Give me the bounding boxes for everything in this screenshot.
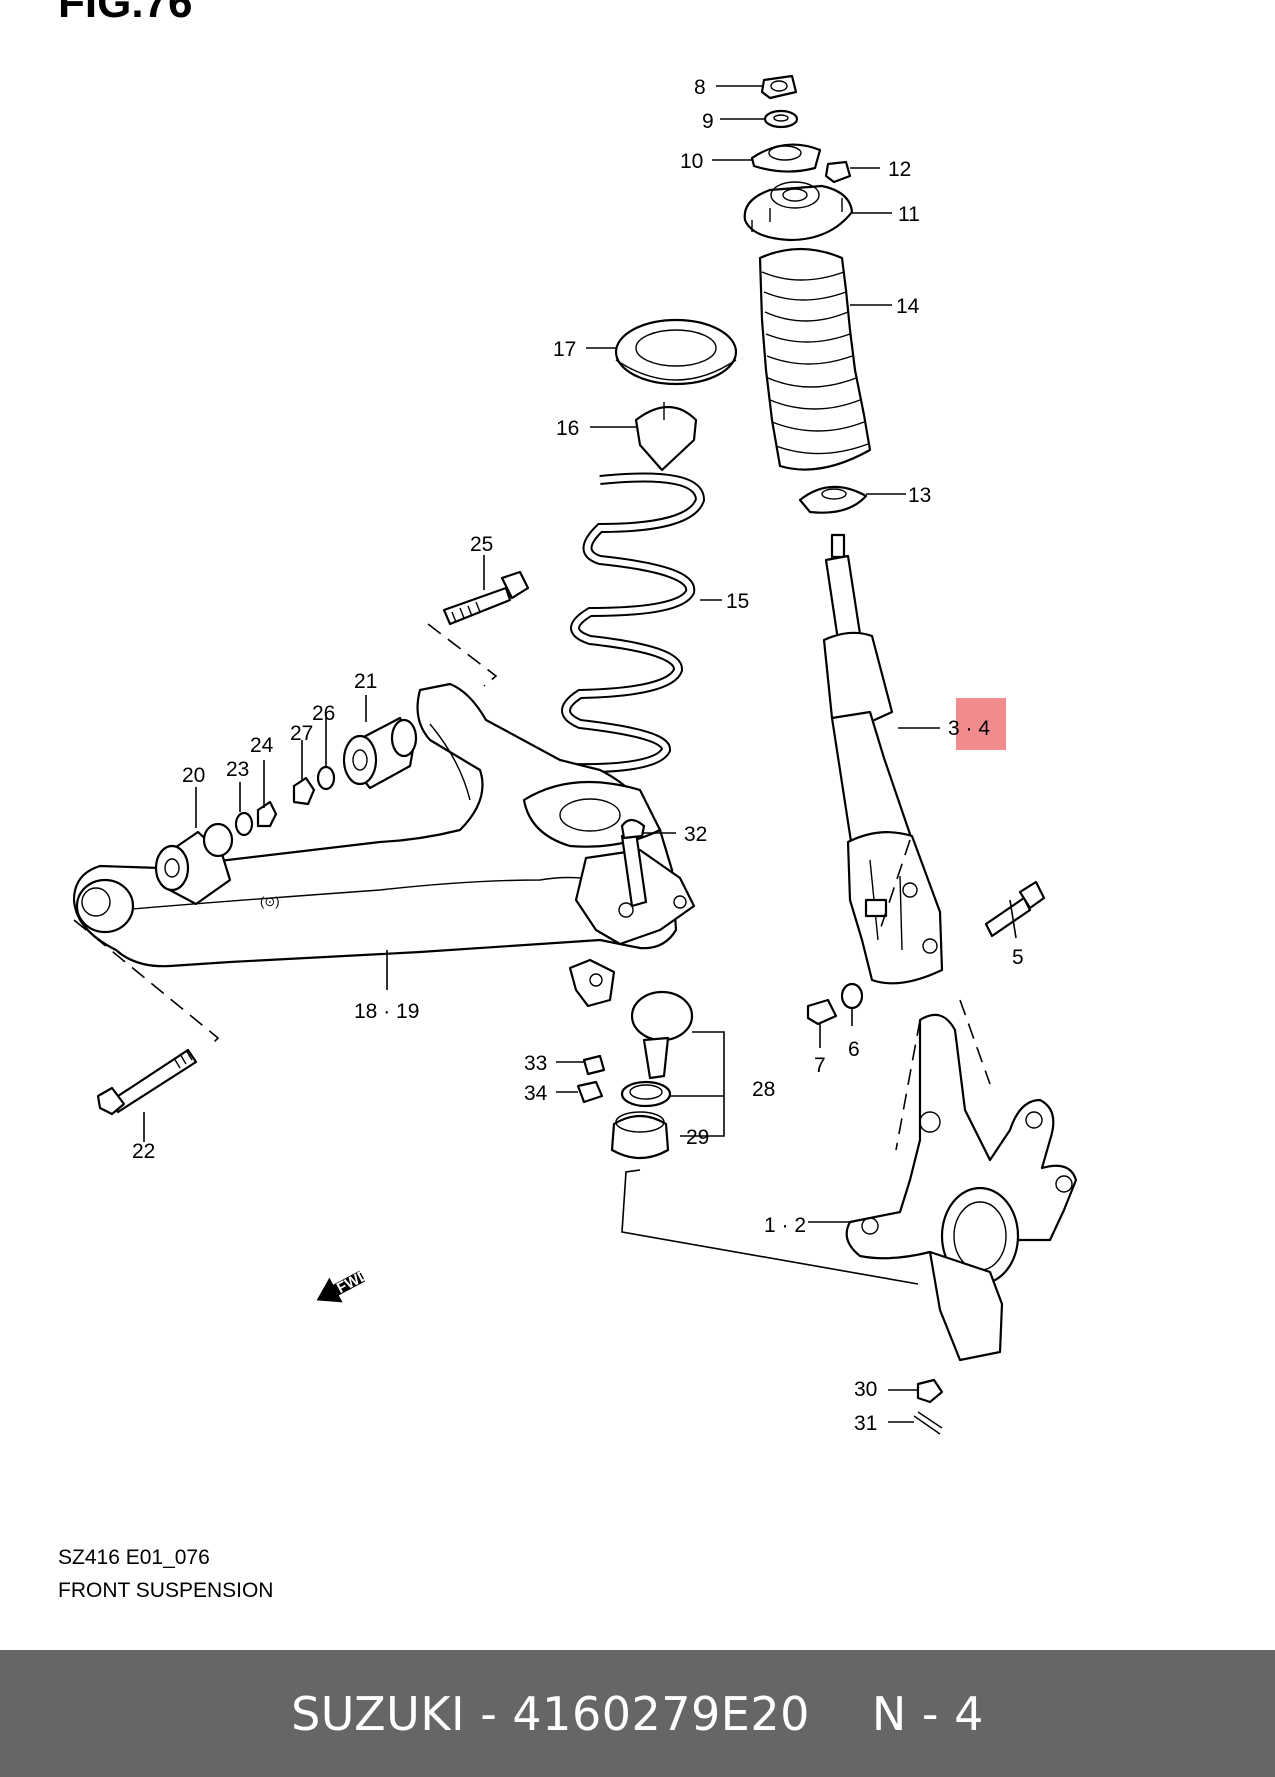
svg-text:(⊙): (⊙) [260,894,280,909]
part-footer-bar: SUZUKI - 4160279E20 N - 4 [0,1650,1275,1777]
ball-joint-bolt-part [620,818,648,908]
part-label-33[interactable]: 33 [524,1052,547,1075]
rear-bushing-part [342,716,418,790]
part-label-27[interactable]: 27 [290,722,313,745]
bump-stop-part [634,402,698,472]
fwd-label: FWD [334,1266,372,1297]
upper-spring-seat-part [614,318,738,386]
diagram-caption: SZ416 E01_076 FRONT SUSPENSION [58,1541,273,1607]
fwd-arrow-icon: FWD [316,1266,372,1303]
nut-24-part [256,800,278,828]
ball-joint-part [568,958,694,1080]
part-label-9[interactable]: 9 [702,110,714,133]
castle-nut-part [916,1378,944,1404]
part-label-14[interactable]: 14 [896,295,920,318]
washer-23-part [234,811,254,837]
part-label-25[interactable]: 25 [470,533,493,556]
front-bushing-part [154,822,234,906]
part-label-20[interactable]: 20 [182,764,205,787]
strut-assembly-part [822,533,944,985]
part-label-32[interactable]: 32 [684,823,707,846]
part-label-5[interactable]: 5 [1012,946,1024,969]
part-label-15[interactable]: 15 [726,590,749,613]
strut-mount-part [743,181,854,242]
part-label-22[interactable]: 22 [132,1140,155,1163]
nut-27-part [292,776,316,806]
washer-26-part [316,765,336,791]
spring-seat-lower-part [798,485,868,514]
diagram-code: SZ416 E01_076 [58,1546,210,1569]
highlight-box [956,698,1006,750]
coil-spring-part [561,472,706,774]
part-label-26[interactable]: 26 [312,702,335,725]
part-label-34[interactable]: 34 [524,1082,548,1105]
figure-title: FIG.76 [58,0,193,27]
part-label-23[interactable]: 23 [226,758,249,781]
part-label-24[interactable]: 24 [250,734,274,757]
part-labels: 8 9 10 12 11 14 17 16 13 25 15 21 26 24 27 20 23 3 · 4 32 5… [132,76,1024,1435]
part-label-28[interactable]: 28 [752,1078,775,1101]
part-label-31[interactable]: 31 [854,1412,877,1435]
part-label-8[interactable]: 8 [694,76,706,99]
mount-nut-part [824,160,852,184]
ball-joint-boot-part [610,1111,670,1160]
snap-ring-part [620,1080,672,1108]
nut-33-part [582,1054,606,1076]
strut-nut-lower-part [806,998,838,1026]
diagram-title: FRONT SUSPENSION [58,1579,274,1602]
lower-control-arm-part: (⊙) [72,682,696,968]
cotter-pin-part [913,1411,943,1435]
part-label-30[interactable]: 30 [854,1378,877,1401]
part-label-16[interactable]: 16 [556,417,579,440]
washer-part [763,109,799,129]
dust-boot-part [758,247,872,471]
part-label-12[interactable]: 12 [888,158,911,181]
part-label-21[interactable]: 21 [354,670,377,693]
part-label-13[interactable]: 13 [908,484,931,507]
bolt-22-part [96,1048,198,1116]
part-label-11[interactable]: 11 [898,203,920,226]
quantity-text: N - 4 [871,1686,984,1741]
bearing-plate-part [750,143,822,173]
part-label-1-2[interactable]: 1 · 2 [764,1214,806,1237]
strut-nut-part [760,74,798,100]
part-label-7[interactable]: 7 [814,1054,826,1077]
leader-lines [73,85,1017,1423]
nut-34-part [576,1080,604,1104]
strut-washer-part [840,982,864,1010]
bolt-25-part [442,570,530,626]
front-suspension-diagram: (⊙) [72,74,1078,1435]
part-number-text: SUZUKI - 4160279E20 [291,1686,810,1741]
part-label-18-19[interactable]: 18 · 19 [354,1000,419,1023]
part-label-17[interactable]: 17 [553,338,576,361]
part-label-3-4[interactable]: 3 · 4 [948,717,990,740]
steering-knuckle-part [845,1013,1078,1362]
part-label-10[interactable]: 10 [680,150,703,173]
part-label-29[interactable]: 29 [686,1126,709,1149]
part-label-6[interactable]: 6 [848,1038,860,1061]
